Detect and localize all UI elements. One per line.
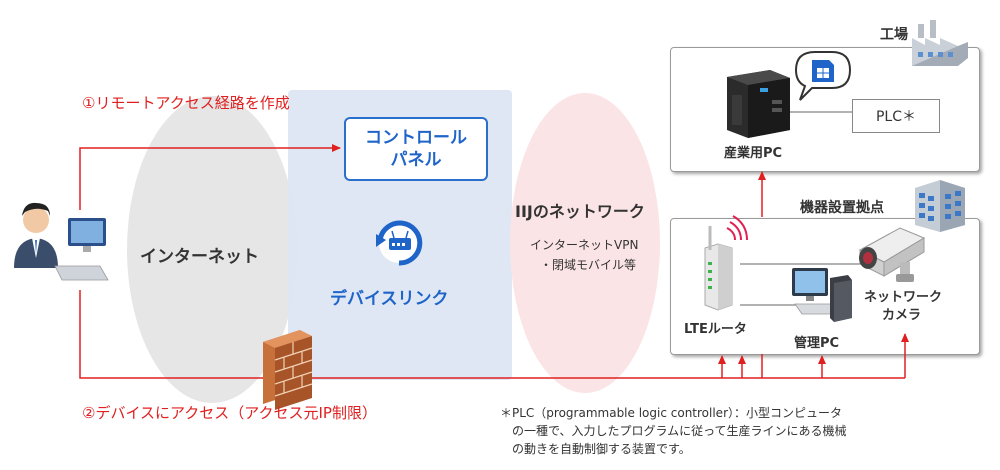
iij-desc-line2: ・閉域モバイル等: [540, 258, 637, 272]
step-2-label: ②デバイスにアクセス（アクセス元IP制限）: [82, 404, 377, 422]
sim-card-icon: [794, 51, 852, 101]
iij-network-label: IIJのネットワーク: [515, 202, 645, 221]
management-pc-icon: [792, 268, 852, 322]
step-1-label: ①リモートアクセス経路を作成: [82, 94, 290, 112]
lte-router-icon: [704, 215, 748, 311]
user-icon: [14, 202, 58, 268]
industrial-pc-icon: [727, 70, 790, 138]
user-pc-icon: [54, 218, 109, 281]
iij-desc-line1: インターネットVPN: [530, 238, 639, 252]
internet-label: インターネット: [140, 247, 259, 267]
firewall-icon: [263, 330, 313, 410]
plc-label: PLC＊: [875, 109, 917, 125]
control-panel-box[interactable]: コントロール パネル: [344, 117, 488, 181]
control-panel-line2: パネル: [390, 150, 442, 170]
footnote-line2: の一種で、入力したプログラムに従って生産ラインにある機械: [512, 424, 847, 438]
industrial-pc-label: 産業用PC: [724, 146, 783, 161]
camera-label-line2: カメラ: [882, 308, 922, 323]
factory-title: 工場: [880, 27, 908, 43]
iij-network-zone: [510, 93, 660, 393]
site-title: 機器設置拠点: [800, 200, 884, 216]
device-link-icon: [376, 220, 423, 266]
route-1-line: [79, 144, 341, 210]
camera-label-line1: ネットワーク: [864, 290, 943, 305]
route-2-line: [79, 290, 905, 379]
factory-building-icon: [912, 20, 968, 66]
footnote-line1: ＊PLC（programmable logic controller）：小型コン…: [500, 406, 843, 420]
control-panel-line1: コントロール: [365, 128, 467, 148]
lte-router-label: LTEルータ: [684, 322, 747, 337]
site-building-icon: [915, 180, 965, 232]
management-pc-label: 管理PC: [794, 336, 840, 351]
footnote-line3: の動きを自動制御する装置です。: [512, 442, 691, 456]
device-link-label: デバイスリンク: [330, 289, 449, 309]
network-camera-icon: [858, 227, 926, 282]
plc-box: PLC＊: [852, 99, 940, 133]
